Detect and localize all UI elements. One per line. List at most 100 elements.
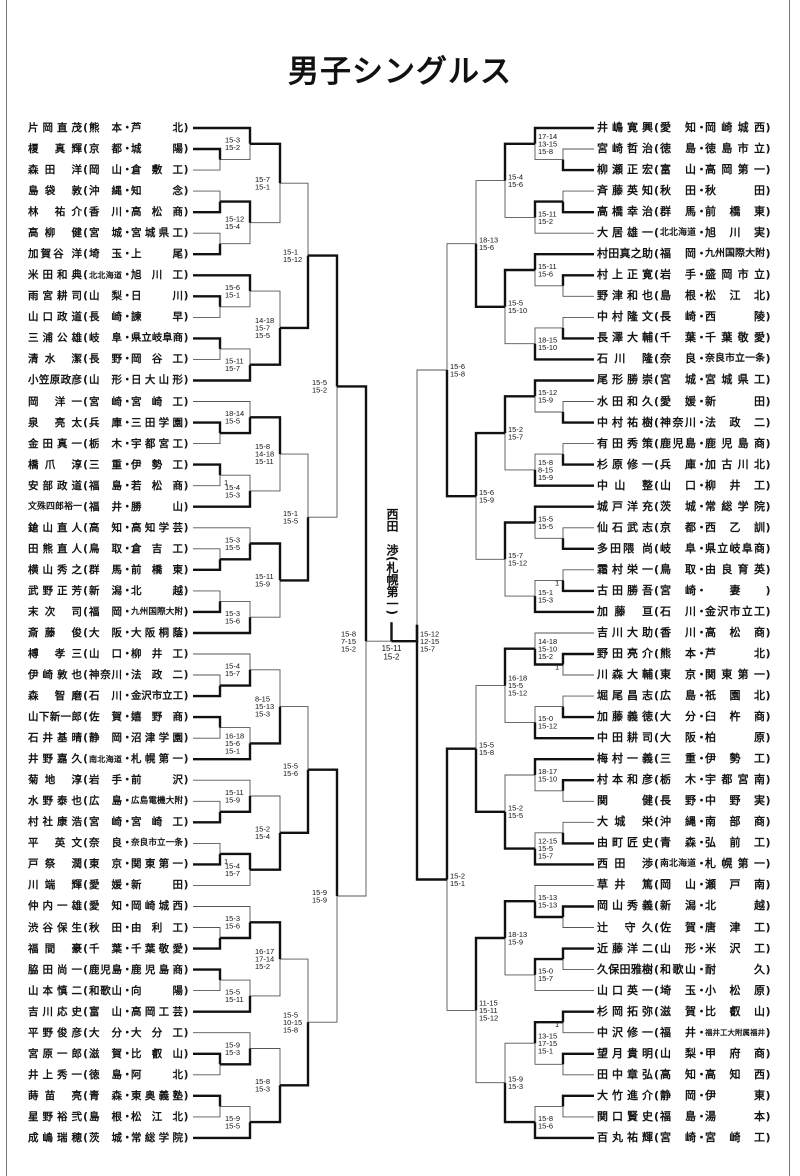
close-paren: ) xyxy=(765,668,771,682)
bracket-line xyxy=(562,285,594,297)
bracket-line xyxy=(561,201,594,214)
player-school: 千葉敬愛 xyxy=(131,942,183,955)
open-paren: ( xyxy=(83,500,88,513)
player-name: 斉藤英知 xyxy=(597,184,653,198)
bracket-line xyxy=(250,142,282,184)
match-score: 15-11 xyxy=(225,357,244,366)
match-score: 15-13 xyxy=(538,901,557,910)
open-paren: ( xyxy=(653,457,660,471)
bracket-line xyxy=(193,617,252,635)
player-prefecture: 岡山 xyxy=(89,164,122,177)
player-school: 関東第一 xyxy=(705,668,765,682)
player-name: 吉川応史 xyxy=(28,1005,82,1018)
open-paren: ( xyxy=(83,584,88,597)
player-prefecture: 愛知 xyxy=(660,121,696,134)
match-score: 15-9 xyxy=(538,396,553,405)
bracket-line xyxy=(193,201,222,214)
player-prefecture: 富山 xyxy=(89,1005,122,1018)
player-prefecture: 佐賀 xyxy=(660,920,696,934)
separator-dot: ・ xyxy=(122,774,133,787)
player-prefecture: 福井 xyxy=(660,1025,696,1039)
separator-dot: ・ xyxy=(696,205,707,219)
player-school: 米沢工 xyxy=(705,941,765,955)
player-name: 鎗山直人 xyxy=(28,521,82,534)
player-entry: 百丸祐輝(宮崎・宮崎工) xyxy=(597,1131,771,1145)
player-name: 中山 整 xyxy=(597,478,653,492)
separator-dot: ・ xyxy=(696,163,707,177)
player-school: 芦北 xyxy=(131,122,183,134)
player-entry: 星野裕弐(島根・松江北) xyxy=(28,1110,189,1124)
player-name: 由町匠史 xyxy=(597,836,653,850)
close-paren: ) xyxy=(183,395,189,408)
player-name: 村田真之助 xyxy=(597,247,653,261)
player-entry: 斎藤 俊(大阪・大阪桐蔭) xyxy=(28,626,189,640)
player-entry: 吉川大助(香川・高松商) xyxy=(597,626,771,640)
player-name: 森田 洋 xyxy=(28,164,82,177)
separator-dot: ・ xyxy=(696,1025,707,1039)
close-paren: ) xyxy=(765,499,771,513)
match-score: 15-8 xyxy=(538,147,553,156)
bracket-line xyxy=(561,580,594,593)
separator-dot: ・ xyxy=(122,1068,133,1081)
close-paren: ) xyxy=(183,143,189,156)
open-paren: ( xyxy=(83,626,88,639)
player-name: 村上正寛 xyxy=(597,268,653,282)
separator-dot: ・ xyxy=(696,794,707,808)
player-school: 九州国際大附 xyxy=(131,606,183,617)
bracket-line xyxy=(193,743,252,761)
close-paren: ) xyxy=(183,248,189,261)
separator-dot: ・ xyxy=(696,436,707,450)
player-prefecture: 青森 xyxy=(660,836,696,850)
close-paren: ) xyxy=(765,962,771,976)
match-score: 15-7 xyxy=(420,644,435,653)
close-paren: ) xyxy=(765,121,771,134)
player-entry: 加藤 亘(石川・金沢市立工) xyxy=(597,605,771,619)
player-entry: 西田 渉(南北海道・札幌第一) xyxy=(597,857,771,871)
open-paren: ( xyxy=(83,248,88,261)
bracket-line xyxy=(250,669,281,707)
open-paren: ( xyxy=(653,710,660,724)
match-score: 15-8 xyxy=(255,1077,270,1086)
player-name: 中村祐樹 xyxy=(597,415,653,429)
match-score: 15-2 xyxy=(508,804,523,813)
bracket-line xyxy=(504,433,535,471)
open-paren: ( xyxy=(83,942,88,955)
player-entry: 川森大輔(東京・関東第一) xyxy=(597,668,771,682)
separator-dot: ・ xyxy=(696,142,707,156)
player-prefecture: 長崎 xyxy=(89,311,122,324)
bracket-line xyxy=(220,417,252,435)
player-school: 伊勢工 xyxy=(131,458,183,471)
player-name: 榑 孝三 xyxy=(28,648,82,660)
bracket-line xyxy=(561,1052,594,1065)
player-entry: 高橋幸治(群馬・前橋東) xyxy=(597,205,771,219)
player-name: 渋谷保生 xyxy=(28,921,82,934)
player-school: 金沢市立工 xyxy=(705,604,765,618)
bracket-line xyxy=(562,401,594,412)
close-paren: ) xyxy=(183,816,189,829)
open-paren: ( xyxy=(83,332,88,345)
close-paren: ) xyxy=(765,415,771,429)
bracket-line xyxy=(193,475,221,487)
player-school: 甲府商 xyxy=(705,1046,765,1060)
player-entry: 関 健(長野・中野実) xyxy=(597,794,771,808)
match-score: 15-11 xyxy=(225,788,244,797)
close-paren: ) xyxy=(183,563,189,576)
player-entry: 野津和也(島根・松江北) xyxy=(597,289,771,303)
open-paren: ( xyxy=(83,984,88,997)
bracket-line xyxy=(534,522,563,539)
player-entry: 金田真一(栃木・宇都宮工) xyxy=(28,437,189,451)
bracket-line xyxy=(474,936,505,1011)
bracket-line xyxy=(504,306,535,345)
match-score: 15-3 xyxy=(225,609,240,618)
player-name: 加賀谷 洋 xyxy=(28,248,82,261)
bracket-line xyxy=(193,126,252,144)
match-score: 15-8 xyxy=(538,1114,553,1123)
player-school: 岡谷工 xyxy=(131,353,183,366)
player-prefecture: 富山 xyxy=(660,163,696,177)
player-name: 石井基晴 xyxy=(28,732,82,745)
open-paren: ( xyxy=(83,858,88,871)
close-paren: ) xyxy=(765,878,771,892)
bracket-line xyxy=(193,980,221,992)
bracket-line xyxy=(533,200,563,218)
close-paren: ) xyxy=(183,648,189,660)
